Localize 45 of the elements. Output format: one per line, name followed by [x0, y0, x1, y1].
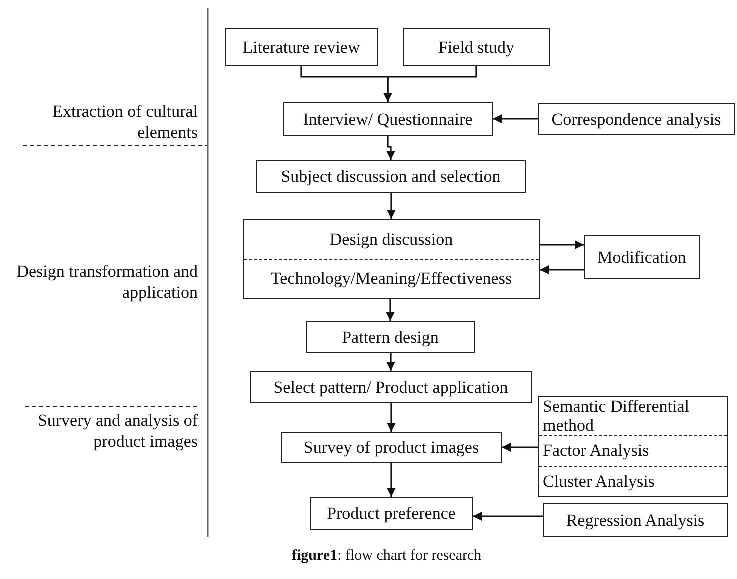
arrow [386, 299, 395, 321]
arrow [493, 114, 538, 124]
arrow [387, 463, 396, 497]
arrow [387, 193, 396, 219]
process-box [310, 497, 473, 530]
arrow [387, 403, 396, 432]
process-box [250, 371, 532, 403]
step-text: Interview/ Questionnaire [302, 110, 474, 128]
arrow [502, 443, 538, 452]
step-text: Select pattern/ Product application [272, 378, 510, 396]
step-text: Product preference [326, 504, 457, 523]
process-box [243, 219, 540, 299]
arrow [386, 136, 396, 160]
process-box [538, 103, 735, 135]
step-text: Modification [596, 248, 688, 266]
process-box [543, 503, 728, 537]
step-text: Factor Analysis [539, 435, 727, 466]
arrow [540, 266, 584, 274]
phase-label: Design transformation and application [16, 261, 198, 303]
figure-caption: figure1: flow chart for research [292, 548, 482, 565]
arrow [473, 512, 543, 521]
process-box [283, 102, 493, 136]
process-box [281, 432, 502, 463]
step-text: Regression Analysis [565, 510, 706, 530]
step-text: Subject discussion and selection [280, 167, 502, 186]
process-box [538, 396, 728, 497]
arrow [386, 353, 396, 371]
step-text: Field study [437, 38, 516, 56]
arrow [384, 66, 478, 102]
phase-label: Extraction of cultural elements [52, 101, 198, 143]
arrow [540, 240, 584, 250]
process-box [306, 321, 475, 353]
step-text: Technology/Meaning/Effectiveness [244, 258, 539, 298]
process-box [225, 28, 378, 66]
step-text: Semantic Differential method [542, 397, 690, 435]
step-text: Survey of product images [302, 438, 480, 457]
process-box [584, 235, 700, 279]
process-box [403, 28, 550, 66]
phase-label: Survery and analysis of product images [36, 410, 198, 452]
step-text: Correspondence analysis [550, 110, 722, 128]
step-text: Literature review [242, 38, 362, 56]
process-box [256, 160, 526, 193]
step-text: Cluster Analysis [539, 466, 727, 496]
step-text: Design discussion [328, 228, 454, 251]
step-text: Pattern design [341, 328, 440, 346]
